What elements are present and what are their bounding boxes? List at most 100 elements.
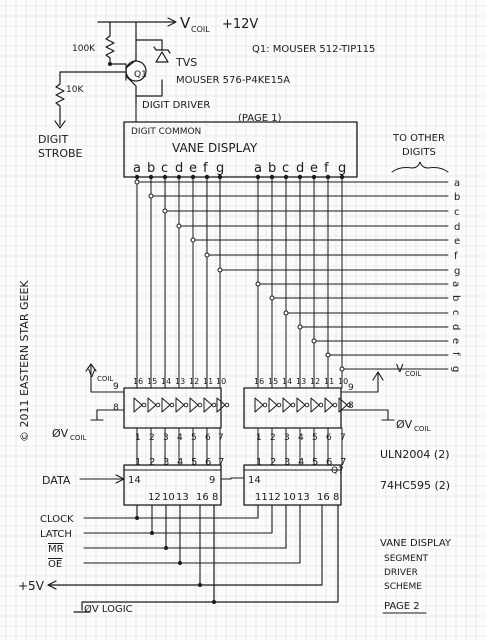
segment-label-right: c — [282, 161, 289, 176]
wire-tap-dot — [325, 352, 331, 358]
title-line3: DRIVER — [384, 568, 418, 578]
inverter-bubble — [183, 402, 189, 408]
mr-label: MR — [48, 544, 64, 555]
inverter-icon — [254, 397, 264, 413]
control-bus: CLOCK LATCH MR OE — [40, 504, 301, 570]
other-digit-letter: a — [454, 178, 460, 189]
inverter-icon — [203, 397, 213, 413]
uln-bottom-pin: 1 — [256, 433, 262, 443]
uln-top-pin: 15 — [147, 377, 157, 386]
wire-tap-dot — [297, 324, 303, 330]
hc-left-out-pin: 5 — [191, 457, 197, 468]
tvs-part-number: MOUSER 576-P4KE15A — [176, 75, 290, 86]
digit-driver-circuit: V COIL +12V 100K Q1 TVS MOUSER 576-P4KE1… — [38, 14, 375, 160]
uln-bottom-pin: 2 — [149, 433, 155, 443]
oe-label: OE — [48, 559, 62, 570]
uln-left-vcoil-wire — [85, 363, 125, 393]
inverter-icon — [161, 397, 171, 413]
hc-left-pin14: 14 — [128, 475, 141, 486]
uln-bottom-pin: 1 — [135, 433, 141, 443]
uln-right-pin9: 9 — [348, 383, 354, 393]
uln-right-gnd-wire — [340, 409, 395, 421]
uln-bottom-pin: 4 — [298, 433, 304, 443]
uln2004-right — [243, 387, 352, 466]
inverter-icon — [268, 397, 278, 413]
resistor-100k-label: 100K — [72, 44, 96, 54]
inverter-icon — [282, 397, 292, 413]
q1-label: Q1 — [134, 70, 147, 80]
other-digit-letter: c — [454, 207, 460, 218]
segment-label-left: e — [189, 161, 197, 176]
other-digit-letter: f — [454, 251, 458, 262]
display-pin-dot — [134, 174, 140, 180]
uln-bottom-pin: 5 — [312, 433, 318, 443]
title-line2: SEGMENT — [384, 554, 429, 564]
other-digit-letter: f — [450, 352, 461, 356]
title-line4: SCHEME — [384, 582, 422, 592]
digit-label: DIGIT — [38, 133, 68, 146]
uln2004-right-body — [243, 387, 342, 429]
segment-label-right: f — [324, 161, 329, 176]
gnd-logic-label: ØV LOGIC — [84, 603, 133, 615]
wire-tap-dot — [134, 179, 140, 185]
display-pin-dot — [325, 174, 331, 180]
uln-pin-labels: 1611521431341251161071611521431341251161… — [133, 377, 348, 443]
resistor-10k-label: 10K — [66, 85, 84, 95]
credit-text: © 2011 EASTERN STAR GEEK — [18, 280, 31, 442]
uln-left-supply: V COIL 9 8 ØV COIL — [52, 363, 125, 442]
display-pin-dot — [311, 174, 317, 180]
vane-display-box — [123, 121, 358, 178]
hc-left-out-pin: 3 — [163, 457, 169, 468]
vcoil-arrow — [167, 17, 177, 27]
uln-left-vcoil-sub: COIL — [97, 375, 113, 383]
hc-left-pin9: 9 — [209, 475, 215, 486]
hc-right-pin14: 14 — [248, 475, 261, 486]
hc-right-pin13: 13 — [297, 492, 310, 503]
hc-part-label: 74HC595 (2) — [380, 479, 450, 492]
control-bus-wires — [83, 517, 301, 564]
other-digit-letter: e — [454, 236, 460, 247]
wire-tap-dot — [283, 310, 289, 316]
resistor-10k — [55, 71, 127, 126]
hc-right-out-pin: 3 — [284, 457, 290, 468]
display-pin-dot — [269, 174, 275, 180]
uln-top-pin: 13 — [296, 377, 306, 386]
brace — [391, 161, 449, 173]
uln-right-vcoil-sub: COIL — [405, 370, 421, 378]
plus5-drops — [199, 504, 323, 586]
other-digit-letter: g — [450, 366, 461, 372]
wire-tap-dot — [311, 338, 317, 344]
strobe-label: STROBE — [38, 147, 83, 160]
vcoil-subscript: COIL — [191, 25, 210, 34]
uln-bottom-pin: 3 — [163, 433, 169, 443]
uln-bottom-pin: 7 — [340, 433, 346, 443]
uln-top-pin: 13 — [175, 377, 185, 386]
display-pin-dot — [255, 174, 261, 180]
segment-label-left: f — [203, 161, 208, 176]
uln-top-pin: 16 — [133, 377, 143, 386]
inverter-icon — [147, 397, 157, 413]
control-drops — [136, 504, 301, 564]
gnd-logic-rail — [81, 504, 339, 611]
inverter-bubble — [155, 402, 161, 408]
uln-right-inverters — [254, 397, 352, 466]
inverter-icon — [133, 397, 143, 413]
uln-right-gnd: ØV — [396, 418, 413, 431]
uln-left-gnd-wire — [90, 409, 125, 421]
uln-top-pin: 14 — [282, 377, 292, 386]
segment-label-left: d — [175, 161, 183, 176]
uln-bottom-pin: 7 — [218, 433, 224, 443]
inverter-icon — [324, 397, 334, 413]
strobe-arrow — [54, 120, 66, 129]
wire-tap-dot — [176, 223, 182, 229]
segment-label-right: a — [254, 161, 262, 176]
hc-left-pin12: 12 — [148, 492, 161, 503]
other-digit-letter: b — [450, 295, 461, 301]
uln-top-pin: 12 — [189, 377, 199, 386]
vane-display-title: VANE DISPLAY — [172, 141, 258, 155]
